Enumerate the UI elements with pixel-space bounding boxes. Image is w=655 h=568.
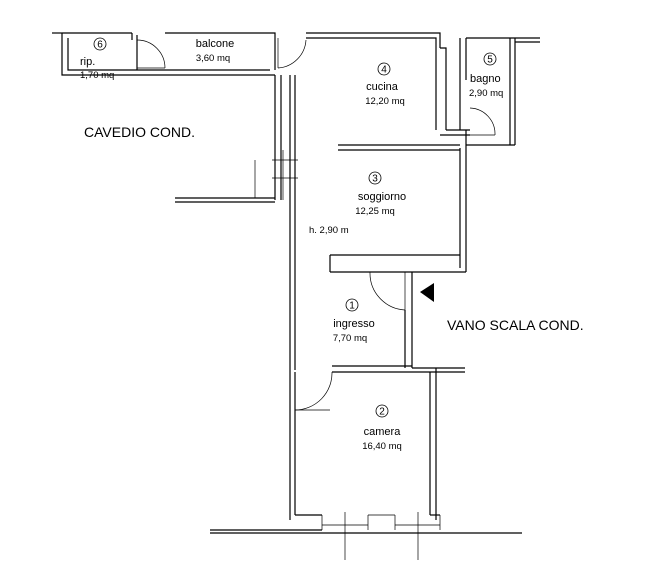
room-number-circle-3 — [368, 171, 382, 185]
room-name-rip: rip. — [80, 56, 95, 68]
room-number-1: 1 — [349, 301, 355, 312]
ceiling-height: h. 2,90 m — [309, 225, 349, 236]
room-number-2: 2 — [379, 407, 385, 418]
room-number-circle-6 — [93, 37, 107, 51]
room-number-6: 6 — [97, 40, 103, 51]
vano-scala-label: VANO SCALA COND. — [447, 317, 584, 333]
room-number-circle-4 — [377, 62, 391, 76]
room-name-ingresso: ingresso — [333, 318, 375, 330]
room-name-camera: camera — [364, 426, 402, 438]
room-name-cucina: cucina — [366, 81, 399, 93]
room-number-3: 3 — [372, 174, 378, 185]
room-number-circle-2 — [375, 404, 389, 418]
room-number-4: 4 — [381, 65, 387, 76]
room-area-ingresso: 7,70 mq — [333, 333, 367, 344]
cavedio-label: CAVEDIO COND. — [84, 124, 195, 140]
room-area-camera: 16,40 mq — [362, 441, 402, 452]
walls — [52, 32, 540, 560]
room-area-cucina: 12,20 mq — [365, 96, 405, 107]
room-name-soggiorno: soggiorno — [358, 191, 406, 203]
room-number-circle-5 — [483, 52, 497, 66]
room-name-balcone: balcone — [196, 38, 235, 50]
room-area-rip: 1,70 mq — [80, 70, 114, 81]
room-area-balcone: 3,60 mq — [196, 53, 230, 64]
room-area-soggiorno: 12,25 mq — [355, 206, 395, 217]
room-name-bagno: bagno — [470, 73, 501, 85]
room-number-circle-1 — [345, 298, 359, 312]
room-number-5: 5 — [487, 55, 493, 66]
entrance-arrow-icon — [420, 283, 434, 302]
room-area-bagno: 2,90 mq — [469, 88, 503, 99]
